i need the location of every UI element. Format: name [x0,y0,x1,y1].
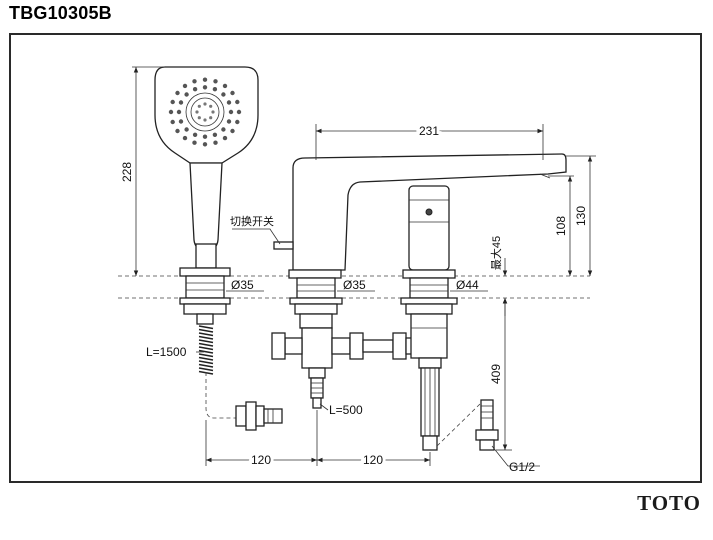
nozzle-dot [192,132,198,137]
nozzle-dot [222,135,228,141]
nozzle-dot [235,119,240,125]
nozzle-dot [211,110,215,114]
hose-coil-ring [198,353,214,358]
nozzle-dot [202,142,208,147]
nozzle-dot [202,77,208,82]
nozzle-dot [197,116,201,120]
brand-logo: TOTO [637,491,701,515]
nozzle-dot [182,135,188,141]
hose-coil [198,325,214,375]
nozzle-dot [170,99,175,105]
drawing-frame [9,33,702,483]
nozzle-dot [176,109,182,115]
nozzle-dot [209,116,213,120]
nozzle-dots [168,77,242,147]
nozzle-dot [192,87,198,92]
label-switch: 切换开关 [230,214,274,228]
nozzle-dot [192,79,197,84]
nozzle-dot [230,128,235,134]
nozzle-dot [236,109,242,115]
hose-coil-ring [198,360,214,365]
nozzle-dot [212,87,218,92]
hose-coil-ring [198,356,214,361]
nozzle-dot [221,127,226,132]
hose-coil-ring [198,332,214,337]
hose-coil-ring [198,335,214,340]
nozzle-dot [178,100,184,105]
dim-120-left: 120 [251,453,271,467]
label-max45: 最大45 [489,236,503,270]
hose-coil-ring [198,363,214,368]
nozzle-dot [202,134,208,139]
valve [400,185,499,451]
label-thread: G1/2 [509,460,535,474]
nozzle-dot [175,90,180,96]
nozzle-dot [213,79,218,84]
hose-coil-ring [198,339,214,344]
nozzle-dot [221,92,226,97]
nozzle-dot [197,104,201,108]
nozzle-dot [235,99,240,105]
nozzle-dot [222,83,228,89]
nozzle-dot [178,119,184,124]
dimension-text: 228 231 108 130 最大45 409 120 120 切换开关 Ø3… [120,121,588,474]
nozzle-dot [226,119,232,124]
spout [271,153,567,409]
label-outlet-length: L=500 [329,403,363,417]
dim-228: 228 [120,162,134,182]
dim-108: 108 [554,216,568,236]
nozzle-dot [228,109,234,115]
label-dia-hand: Ø35 [231,278,254,292]
hose-coil-ring [198,349,214,354]
dimension-lines [132,66,596,467]
hand-shower [154,66,283,431]
nozzle-dot [195,110,199,114]
hose-coil-ring [198,328,214,333]
dim-231: 231 [419,124,439,138]
nozzle-dot [212,132,218,137]
label-dia-valve: Ø44 [456,278,479,292]
dim-130: 130 [574,206,588,226]
nozzle-dot [184,127,189,132]
nozzle-dot [175,128,180,134]
nozzle-dot [168,109,174,115]
nozzle-dot [202,85,208,90]
label-hose-length: L=1500 [146,345,187,359]
dim-120-right: 120 [363,453,383,467]
nozzle-dot [203,102,207,106]
nozzle-dot [213,140,218,145]
nozzle-dot [209,104,213,108]
dim-409: 409 [489,364,503,384]
hose-coil-ring [198,367,214,372]
nozzle-dot [182,83,188,89]
hose-coil-ring [198,325,214,330]
nozzle-dot [226,100,232,105]
label-dia-spout: Ø35 [343,278,366,292]
nozzle-dot [170,119,175,125]
hose-coil-ring [198,346,214,351]
hose-coil-ring [198,342,214,347]
nozzle-dot [203,118,207,122]
nozzle-dot [192,140,197,145]
model-title: TBG10305B [9,3,112,23]
nozzle-dot [230,90,235,96]
nozzle-dot [184,92,189,97]
